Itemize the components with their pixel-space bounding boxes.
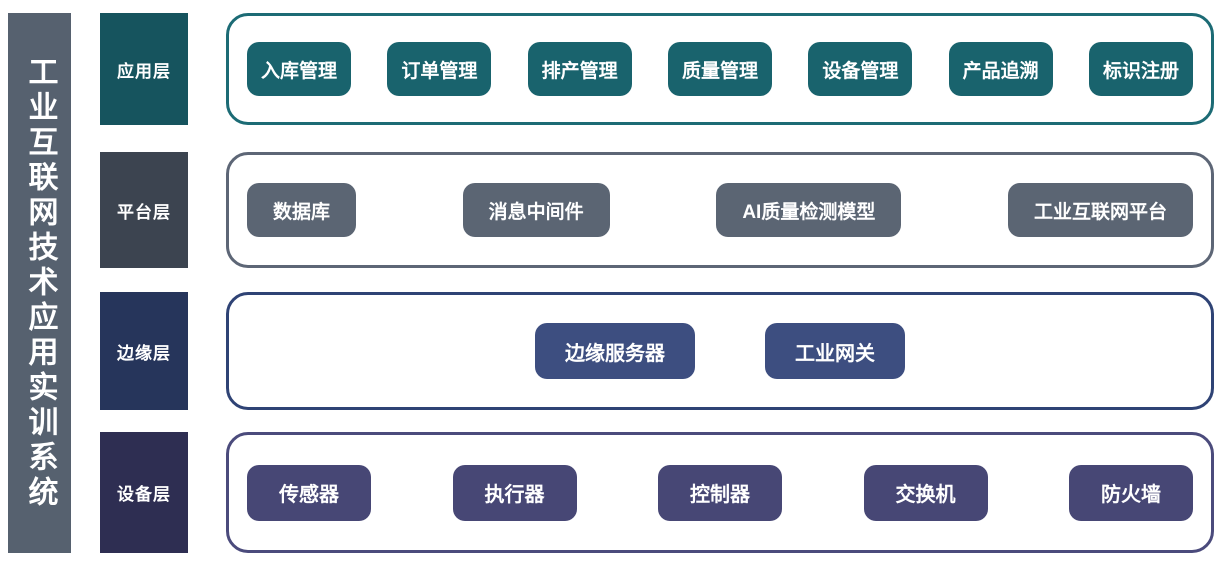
pill-application-item[interactable]: 排产管理 — [527, 42, 632, 96]
pill-application-item[interactable]: 质量管理 — [667, 42, 772, 96]
pill-device-item[interactable]: 控制器 — [658, 464, 782, 521]
pill-application-item[interactable]: 订单管理 — [387, 42, 492, 96]
layer-row-application: 应用层 入库管理 订单管理 排产管理 质量管理 设备管理 产品追溯 标识注册 — [100, 13, 1214, 125]
layer-container-device: 传感器 执行器 控制器 交换机 防火墙 — [226, 432, 1214, 553]
pill-strip-edge: 边缘服务器 工业网关 — [247, 323, 1193, 379]
pill-device-item[interactable]: 执行器 — [452, 464, 577, 521]
pill-platform-item[interactable]: 数据库 — [247, 183, 357, 237]
layer-label-platform: 平台层 — [100, 152, 188, 268]
system-title-text: 工业互联网技术应用实训系统 — [23, 55, 57, 511]
pill-application-item[interactable]: 设备管理 — [808, 42, 913, 96]
layer-container-platform: 数据库 消息中间件 AI质量检测模型 工业互联网平台 — [226, 152, 1214, 268]
pill-edge-item[interactable]: 边缘服务器 — [535, 323, 695, 379]
pill-device-item[interactable]: 传感器 — [247, 464, 371, 521]
pill-strip-platform: 数据库 消息中间件 AI质量检测模型 工业互联网平台 — [247, 183, 1193, 237]
layer-label-application: 应用层 — [100, 13, 188, 125]
layer-row-platform: 平台层 数据库 消息中间件 AI质量检测模型 工业互联网平台 — [100, 152, 1214, 268]
pill-strip-application: 入库管理 订单管理 排产管理 质量管理 设备管理 产品追溯 标识注册 — [247, 42, 1193, 96]
layer-label-device: 设备层 — [100, 432, 188, 553]
pill-device-item[interactable]: 交换机 — [863, 464, 988, 521]
pill-application-item[interactable]: 标识注册 — [1088, 42, 1193, 96]
layer-container-edge: 边缘服务器 工业网关 — [226, 292, 1214, 410]
pill-strip-device: 传感器 执行器 控制器 交换机 防火墙 — [247, 464, 1193, 521]
pill-platform-item[interactable]: 工业互联网平台 — [1007, 183, 1193, 237]
pill-platform-item[interactable]: 消息中间件 — [462, 183, 610, 237]
layer-row-device: 设备层 传感器 执行器 控制器 交换机 防火墙 — [100, 432, 1214, 553]
system-title-bar: 工业互联网技术应用实训系统 — [8, 13, 71, 553]
pill-platform-item[interactable]: AI质量检测模型 — [716, 183, 902, 237]
pill-edge-item[interactable]: 工业网关 — [765, 323, 905, 379]
pill-device-item[interactable]: 防火墙 — [1069, 464, 1193, 521]
layer-row-edge: 边缘层 边缘服务器 工业网关 — [100, 292, 1214, 410]
layer-container-application: 入库管理 订单管理 排产管理 质量管理 设备管理 产品追溯 标识注册 — [226, 13, 1214, 125]
pill-application-item[interactable]: 产品追溯 — [948, 42, 1053, 96]
layer-label-edge: 边缘层 — [100, 292, 188, 410]
pill-application-item[interactable]: 入库管理 — [247, 42, 352, 96]
